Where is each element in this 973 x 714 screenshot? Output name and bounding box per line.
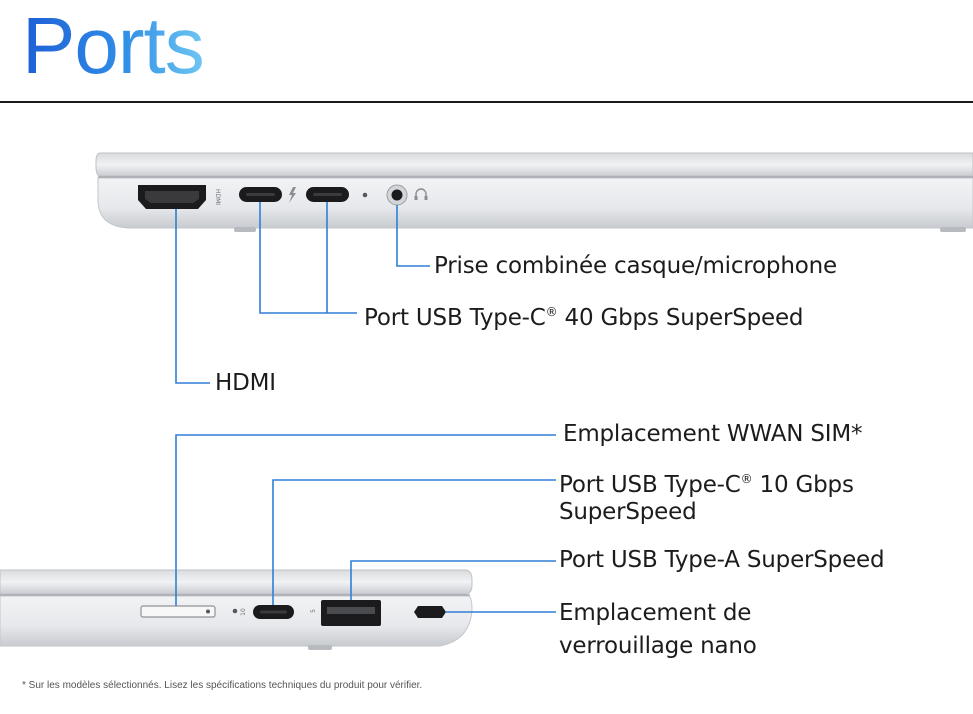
leader-usb-c-40-a [259, 202, 357, 314]
leader-wwan-sim [175, 434, 556, 606]
sim-eject-hole [206, 609, 210, 614]
leader-usb-a [350, 560, 556, 600]
usb-a-port-tongue [327, 607, 375, 614]
hdmi-port: HDMI [138, 185, 221, 209]
usb-c-10-marking: 10 [240, 608, 247, 616]
usb-c-10-port-tongue [260, 610, 287, 614]
leader-lines [175, 202, 556, 613]
usb-c-40-port-1-tongue [246, 193, 275, 196]
footnote: * Sur les modèles sélectionnés. Lisez le… [22, 680, 423, 691]
label-usb-c-10-suffix: 10 Gbps [752, 472, 854, 498]
page-title: Ports [22, 1, 205, 90]
label-wwan-sim: Emplacement WWAN SIM* [563, 421, 863, 447]
label-usb-c-40-suffix: 40 Gbps SuperSpeed [557, 305, 804, 331]
laptop-left-side [95, 152, 973, 232]
label-audio-jack: Prise combinée casque/microphone [434, 253, 837, 279]
thunderbolt-icon [289, 187, 296, 203]
status-led-right [232, 608, 238, 614]
label-usb-c-40: Port USB Type-C® 40 Gbps SuperSpeed [364, 296, 804, 335]
sim-slot [140, 605, 216, 618]
label-nano-lock-line2: verrouillage nano [559, 633, 757, 659]
label-usb-c-10: Port USB Type-C® 10 Gbps [559, 463, 854, 502]
nano-lock-slot [414, 606, 446, 618]
status-led [362, 192, 368, 198]
audio-jack-hole [391, 189, 403, 201]
label-usb-c-10-prefix: Port USB Type-C [559, 472, 741, 498]
leader-hdmi [175, 209, 210, 384]
title-divider [0, 101, 973, 103]
headset-icon [414, 188, 428, 200]
hdmi-marking: HDMI [214, 189, 221, 205]
usb-c-40-port-2-tongue [313, 193, 342, 196]
label-nano-lock-line1: Emplacement de [559, 600, 752, 626]
label-usb-c-40-prefix: Port USB Type-C [364, 305, 546, 331]
leader-usb-c-10 [272, 479, 556, 605]
usb-a-marking: 5 [310, 609, 317, 613]
label-usb-a: Port USB Type-A SuperSpeed [559, 547, 885, 573]
label-usb-c-10-line2: SuperSpeed [559, 499, 697, 525]
registered-mark-2: ® [740, 472, 753, 486]
label-hdmi: HDMI [215, 370, 276, 396]
registered-mark: ® [545, 305, 558, 319]
leader-audio-jack [396, 205, 430, 267]
